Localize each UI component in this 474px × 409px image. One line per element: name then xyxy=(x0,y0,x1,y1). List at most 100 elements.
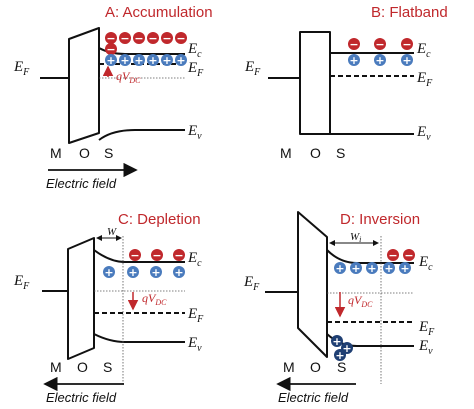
ec-label: Ec xyxy=(187,41,202,60)
svg-text:EF: EF xyxy=(416,70,433,89)
svg-text:−: − xyxy=(404,249,413,262)
svg-text:Ev: Ev xyxy=(416,124,431,143)
panel-depletion: C: Depletion EF W qVDC − − − + + + + Ec … xyxy=(13,211,204,405)
svg-text:Ev: Ev xyxy=(418,338,433,357)
valence-band xyxy=(93,333,185,343)
oxide-layer xyxy=(67,237,95,360)
svg-text:Ev: Ev xyxy=(187,123,202,142)
layer-label-semiconductor: S xyxy=(336,145,345,161)
panel-inversion: D: Inversion EF Wi qVDC − − + + + + + + … xyxy=(243,211,435,405)
svg-text:EF: EF xyxy=(187,60,204,79)
svg-text:Ev: Ev xyxy=(187,335,202,354)
layer-label-semiconductor: S xyxy=(104,145,113,161)
ec-label: Ec xyxy=(416,41,431,60)
ef-right-label: EF xyxy=(187,60,204,79)
svg-text:+: + xyxy=(148,54,157,67)
svg-text:EF: EF xyxy=(187,306,204,325)
electron-row: − − − xyxy=(129,249,185,262)
depletion-width-label: Wi xyxy=(350,231,361,244)
hole-row: + + + + xyxy=(103,266,185,279)
svg-text:−: − xyxy=(134,32,143,45)
svg-text:+: + xyxy=(174,266,183,279)
svg-text:−: − xyxy=(106,32,115,45)
svg-text:qVDC: qVDC xyxy=(142,291,167,307)
svg-text:−: − xyxy=(162,32,171,45)
svg-text:−: − xyxy=(174,249,183,262)
ec-label: Ec xyxy=(418,254,433,273)
svg-text:+: + xyxy=(332,335,341,348)
svg-text:−: − xyxy=(375,38,384,51)
ef-left-label: EF xyxy=(244,59,261,78)
layer-label-metal: M xyxy=(50,145,62,161)
ef-right-label: EF xyxy=(187,306,204,325)
svg-text:Ec: Ec xyxy=(187,41,202,60)
svg-text:+: + xyxy=(128,266,137,279)
svg-text:Ec: Ec xyxy=(418,254,433,273)
svg-text:Ec: Ec xyxy=(187,250,202,269)
depletion-width-label: W xyxy=(107,226,117,238)
qvdc-label: qVDC xyxy=(142,291,167,307)
panel-accumulation: A: Accumulation EF qVDC − − − − − − − + … xyxy=(13,4,213,191)
panel-title: C: Depletion xyxy=(118,211,201,228)
svg-text:EF: EF xyxy=(418,319,435,338)
svg-text:+: + xyxy=(134,54,143,67)
electron-row: − − xyxy=(387,249,415,262)
layer-label-oxide: O xyxy=(310,359,321,375)
electron-cloud: − − − − − − − xyxy=(105,32,187,56)
svg-text:−: − xyxy=(152,249,161,262)
conduction-band xyxy=(93,249,185,263)
ev-label: Ev xyxy=(187,335,202,354)
valence-band xyxy=(98,129,185,141)
svg-text:−: − xyxy=(130,249,139,262)
svg-text:−: − xyxy=(388,249,397,262)
oxide-layer xyxy=(297,211,328,358)
ef-right-label: EF xyxy=(416,70,433,89)
oxide-layer xyxy=(68,27,100,144)
svg-text:−: − xyxy=(402,38,411,51)
hole-row: + + + + + + xyxy=(105,54,187,67)
svg-text:+: + xyxy=(400,262,409,275)
panel-title: B: Flatband xyxy=(371,4,448,21)
svg-text:+: + xyxy=(402,54,411,67)
qvdc-label: qVDC xyxy=(348,293,373,309)
svg-text:+: + xyxy=(104,266,113,279)
panel-title: D: Inversion xyxy=(340,211,420,228)
svg-text:−: − xyxy=(349,38,358,51)
svg-text:+: + xyxy=(176,54,185,67)
ev-label: Ev xyxy=(418,338,433,357)
svg-text:+: + xyxy=(151,266,160,279)
svg-text:EF: EF xyxy=(243,274,260,293)
layer-label-oxide: O xyxy=(79,145,90,161)
oxide-layer xyxy=(299,31,331,135)
svg-text:+: + xyxy=(120,54,129,67)
svg-text:+: + xyxy=(367,262,376,275)
svg-text:+: + xyxy=(351,262,360,275)
svg-text:EF: EF xyxy=(13,273,30,292)
layer-label-semiconductor: S xyxy=(103,359,112,375)
svg-text:+: + xyxy=(162,54,171,67)
layer-label-metal: M xyxy=(283,359,295,375)
ef-left-label: EF xyxy=(243,274,260,293)
ef-right-label: EF xyxy=(418,319,435,338)
svg-text:−: − xyxy=(106,43,115,56)
svg-text:−: − xyxy=(176,32,185,45)
electric-field-label: Electric field xyxy=(46,390,117,405)
svg-text:+: + xyxy=(375,54,384,67)
electric-field-label: Electric field xyxy=(46,176,117,191)
inversion-charge: + + + xyxy=(331,335,353,362)
svg-text:−: − xyxy=(120,32,129,45)
svg-text:Wi: Wi xyxy=(350,231,361,244)
qvdc-label: qVDC xyxy=(116,69,141,85)
layer-label-metal: M xyxy=(50,359,62,375)
layer-label-metal: M xyxy=(280,145,292,161)
ef-left-label: EF xyxy=(13,273,30,292)
electron-row: − − − xyxy=(348,38,413,51)
ec-label: Ec xyxy=(187,250,202,269)
panel-title: A: Accumulation xyxy=(105,4,213,21)
hole-row: + + + xyxy=(348,54,413,67)
layer-label-oxide: O xyxy=(77,359,88,375)
svg-text:−: − xyxy=(148,32,157,45)
svg-text:qVDC: qVDC xyxy=(116,69,141,85)
layer-label-semiconductor: S xyxy=(337,359,346,375)
layer-label-oxide: O xyxy=(310,145,321,161)
